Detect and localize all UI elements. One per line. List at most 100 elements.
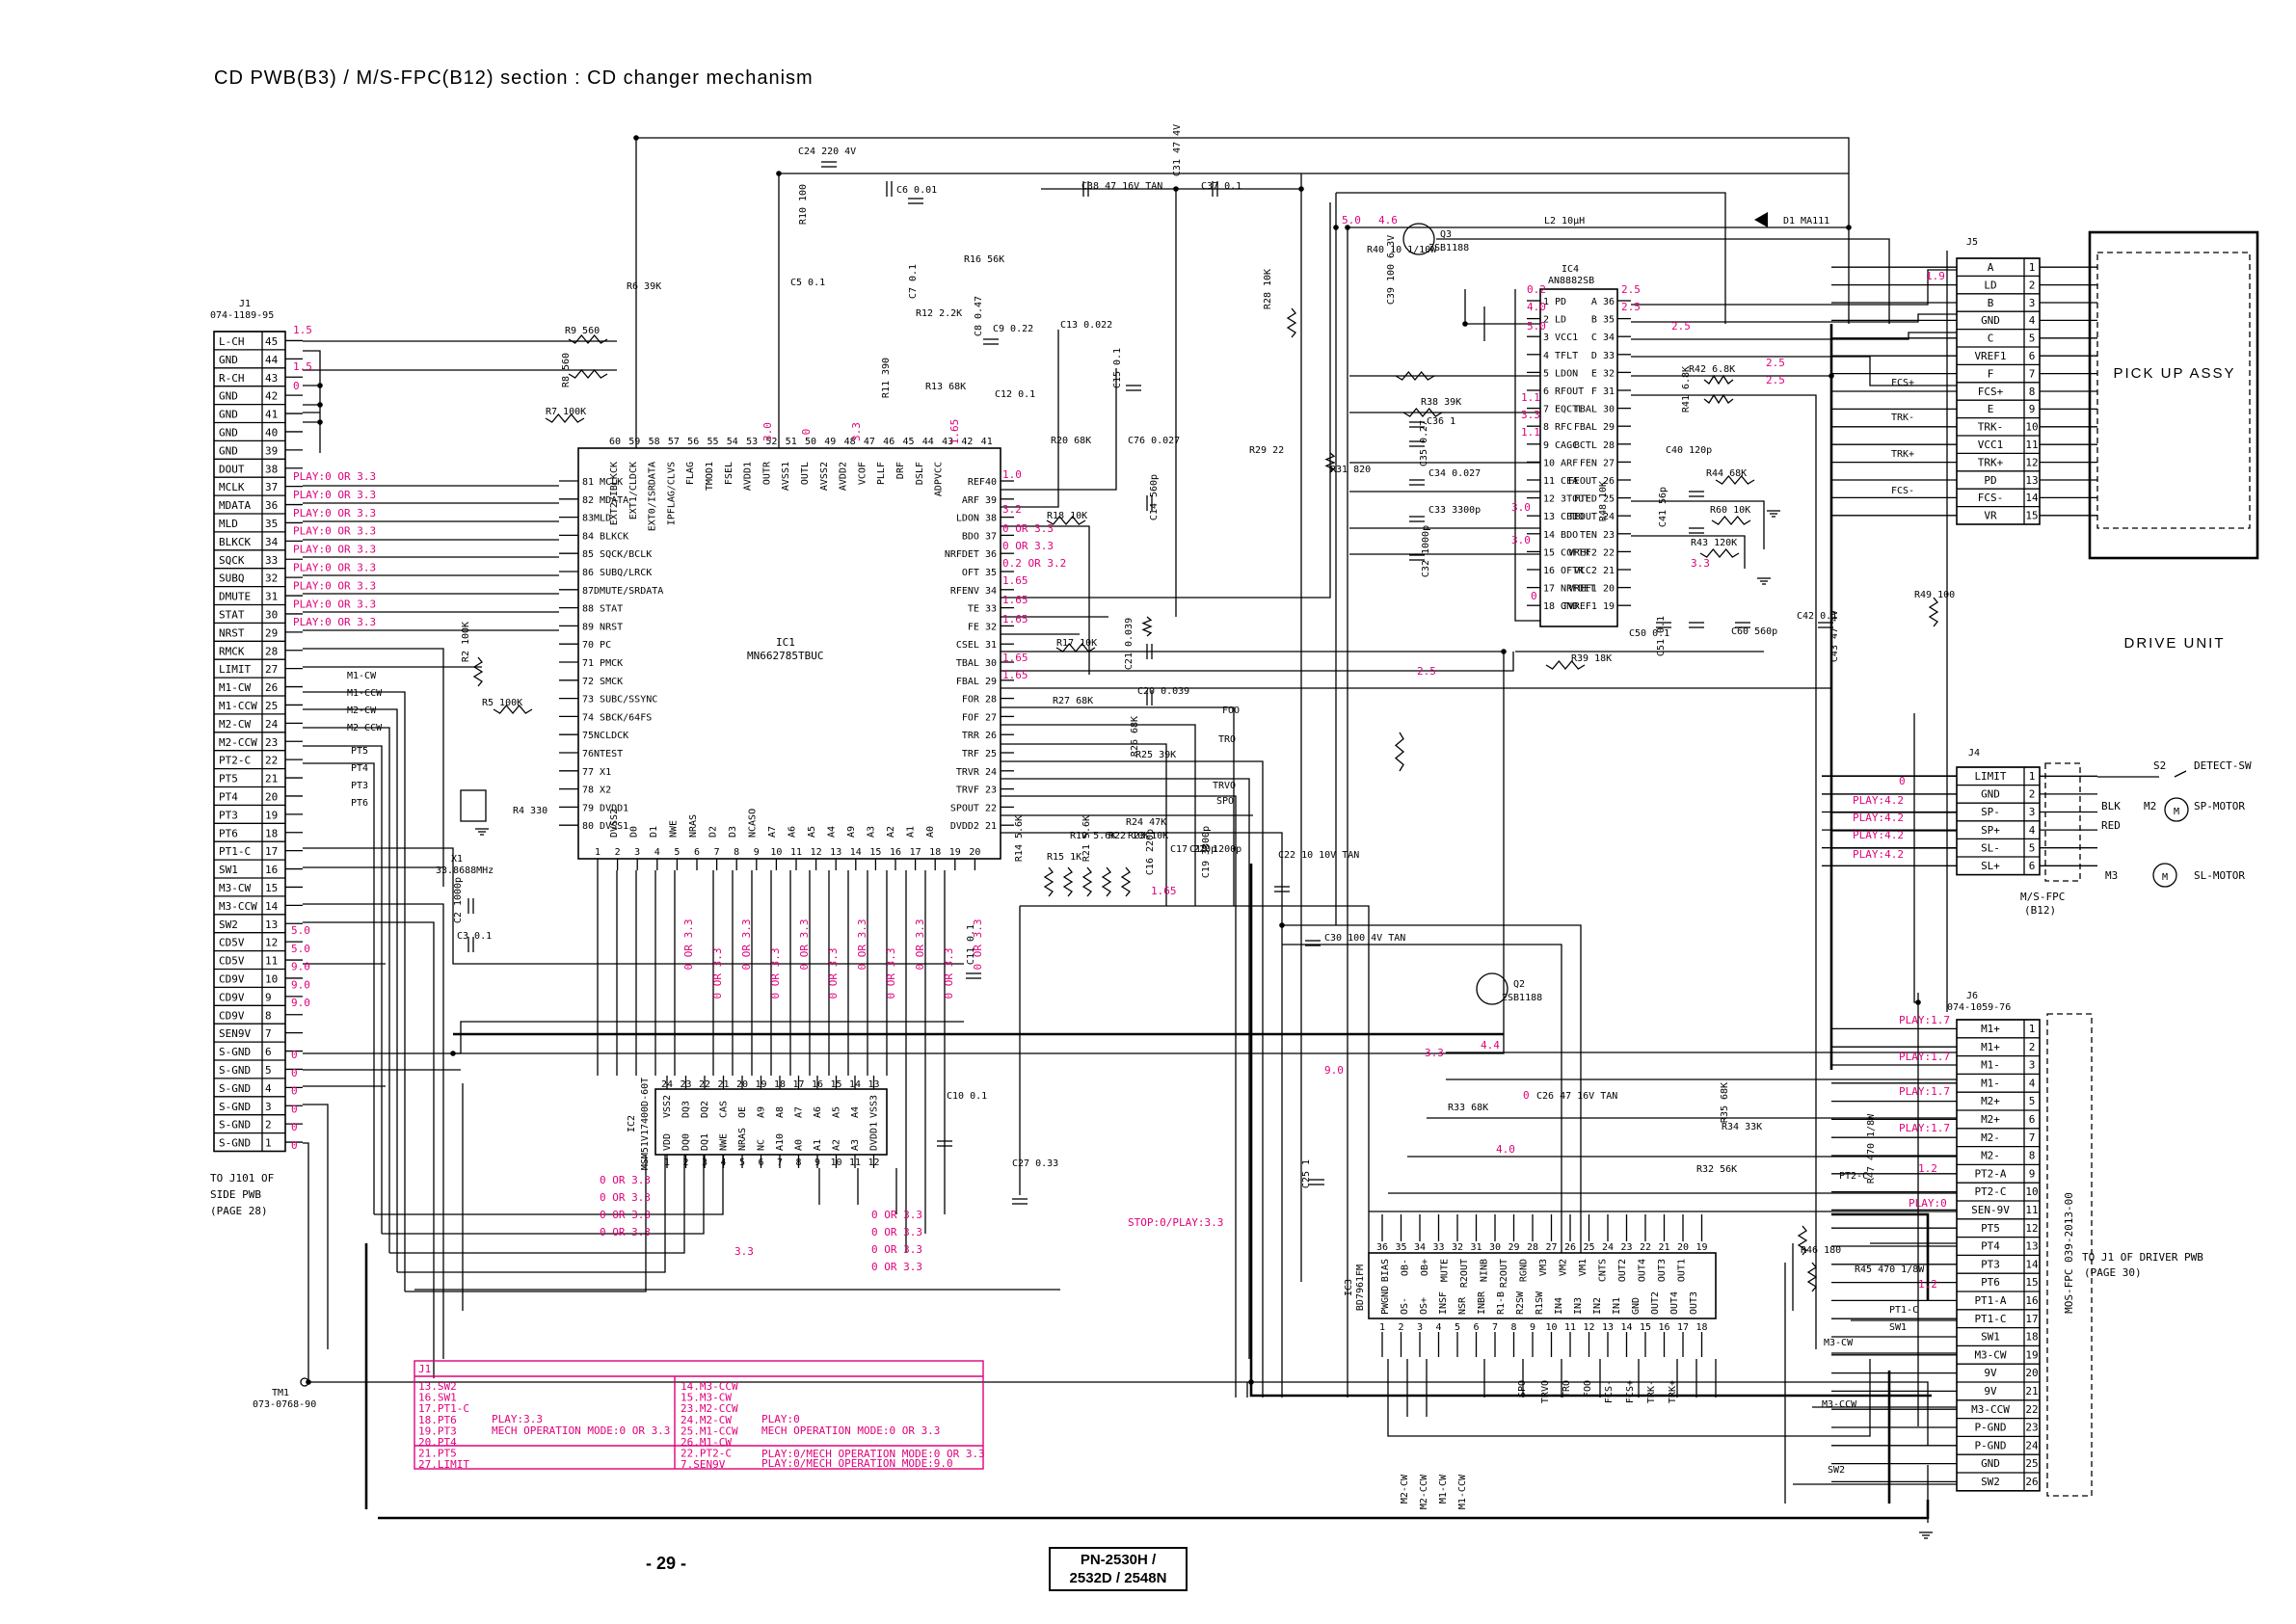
j6-fpc-dashed: [2046, 1013, 2093, 1497]
resistor: [1046, 515, 1086, 526]
resistor: [568, 368, 608, 380]
voltage-annotation: 2.5: [1621, 301, 1641, 313]
net-label: M2-CCW: [347, 723, 383, 733]
ic2-pin-label: VSS2: [662, 1095, 673, 1118]
component-label-r49: R49 100: [1914, 590, 1955, 600]
ic4-left-pin: 3 VCC1: [1543, 333, 1578, 343]
voltage-annotation: 5.0: [1342, 214, 1361, 226]
voltage-annotation: PLAY:4.2: [1853, 848, 1904, 861]
j1-pin-name: CD9V: [219, 973, 245, 986]
component-label-c9: C9 0.22: [993, 324, 1033, 334]
voltage-annotation: 0 OR 3.3: [740, 919, 753, 971]
ic3-pin-label: R1-B: [1496, 1291, 1507, 1315]
ic1-bottom-pin: NRAS: [688, 814, 699, 838]
j1-pin-name: BLKCK: [219, 536, 251, 548]
j6-pin-name: SEN-9V: [1971, 1204, 2010, 1216]
ic4-left-pin: 2 LD: [1543, 315, 1566, 326]
ic4-left-pin: 9 CAGC: [1543, 440, 1578, 451]
ic2-body: [654, 1088, 888, 1156]
j6-pin-name: PT1-A: [1974, 1294, 2006, 1307]
component-label-r18: R18 10K: [1047, 511, 1087, 521]
wire: [303, 350, 321, 453]
ic1-top-num: 50: [805, 437, 816, 447]
q2-transistor-part: 2SB1188: [1502, 993, 1542, 1003]
ic3-pin-num: 5: [1455, 1322, 1460, 1333]
j1-pin-number: 22: [265, 755, 278, 767]
j1-pin-number: 2: [265, 1119, 272, 1131]
ic1-right-pin: RFENV 34: [950, 586, 997, 597]
voltage-annotation: 9.0: [291, 961, 310, 973]
drive-unit-label: DRIVE UNIT: [2123, 635, 2225, 652]
component-label-r17: R17 10K: [1056, 638, 1097, 649]
ic1-right-pin: TRVF 23: [956, 785, 997, 796]
j6-pin-number: 16: [2025, 1294, 2038, 1307]
ic2-pin-label: A5: [832, 1106, 842, 1118]
wire: [1001, 652, 1514, 672]
component-label-c15: C15 0.1: [1112, 348, 1123, 388]
ic1-left-pin: 79 DVDD1: [582, 803, 628, 813]
ic1-top-pin: AVSS1: [781, 462, 791, 491]
wire: [1001, 795, 1237, 1398]
voltage-annotation: 4.0: [1527, 301, 1546, 313]
component-label-r2: R2 100K: [461, 622, 471, 662]
ic1-bottom-pin: D3: [728, 826, 738, 838]
wire: [1631, 394, 1817, 1349]
j1-pin-name: GND: [219, 444, 238, 457]
legend-cell: 22.PT2-C: [681, 1448, 732, 1460]
component-label-c26: C26 47 16V TAN: [1536, 1091, 1617, 1102]
ic4-part: AN8882SB: [1548, 276, 1594, 286]
voltage-annotation: 1.1: [1521, 391, 1540, 404]
net-label: FCS+: [1625, 1380, 1636, 1403]
voltage-annotation: PLAY:0 OR 3.3: [293, 598, 376, 610]
ic1-left-pin: 73 SUBC/SSYNC: [582, 695, 657, 706]
motor-ref: M3: [2105, 869, 2118, 882]
component-label-r24: R24 47K: [1126, 817, 1166, 828]
sl-motor-label: SL-MOTOR: [2194, 869, 2245, 882]
j1-note: (PAGE 28): [210, 1205, 268, 1217]
ic3-pin-label: OS-: [1400, 1297, 1410, 1315]
j4-ref: J4: [1968, 748, 1980, 759]
legend-note: PLAY:0: [761, 1413, 800, 1425]
net-label: M2-CCW: [1419, 1474, 1429, 1509]
wire-bus: [1249, 864, 1932, 1398]
j1-pin-number: 32: [265, 572, 278, 585]
ic1-bottom-pin: NCASO: [748, 809, 759, 838]
voltage-annotation: 2.5: [1621, 283, 1641, 296]
ic1-top-pin: AVSS2: [819, 462, 830, 491]
ic3-pin-num: 2: [1398, 1322, 1403, 1333]
net-label: M1-CW: [1438, 1474, 1449, 1504]
ic3-pin-num: 33: [1432, 1242, 1444, 1253]
voltage-annotation: 0: [1523, 1089, 1530, 1102]
net-label: M2-CW: [347, 706, 377, 716]
wire: [382, 1155, 705, 1235]
j1-pin-name: S-GND: [219, 1046, 251, 1058]
voltage-annotation: 1.65: [1151, 885, 1177, 897]
resistor: [1699, 547, 1740, 559]
j1-pin-name: S-GND: [219, 1119, 251, 1131]
wire: [303, 745, 383, 1234]
wire: [1001, 706, 1235, 906]
j5-pin-name: PD: [1984, 474, 1996, 487]
net-label: M1-CCW: [1457, 1474, 1468, 1509]
j4-fpc-dashed: [2044, 762, 2081, 882]
ic1-bottom-num: 12: [811, 847, 822, 858]
ic1-right-pin: TRF 25: [962, 749, 997, 759]
j6-pin-number: 21: [2025, 1385, 2038, 1398]
component-label-c8: C8 0.47: [974, 296, 984, 336]
wire: [303, 1142, 309, 1382]
j1-pin-name: PT2-C: [219, 755, 251, 767]
switch-lever: [2174, 770, 2187, 778]
ic3-pin-num: 16: [1658, 1322, 1669, 1333]
component-label-r31: R31 820: [1330, 465, 1371, 475]
ic1-top-num: 45: [902, 437, 914, 447]
j1-pin-number: 44: [265, 354, 279, 366]
voltage-annotation: 0 OR 3.3: [769, 948, 782, 999]
resistor: [1081, 866, 1093, 897]
legend-cell: 23.M2-CCW: [681, 1402, 738, 1415]
ic3-pin-label: IN4: [1554, 1297, 1564, 1315]
ic3-pin-num: 14: [1620, 1322, 1632, 1333]
voltage-annotation: 1.65: [1002, 594, 1028, 606]
ic1-top-num: 44: [922, 437, 934, 447]
ic1-top-pin: ADPVCC: [934, 462, 945, 496]
j1-pin-number: 23: [265, 736, 278, 749]
